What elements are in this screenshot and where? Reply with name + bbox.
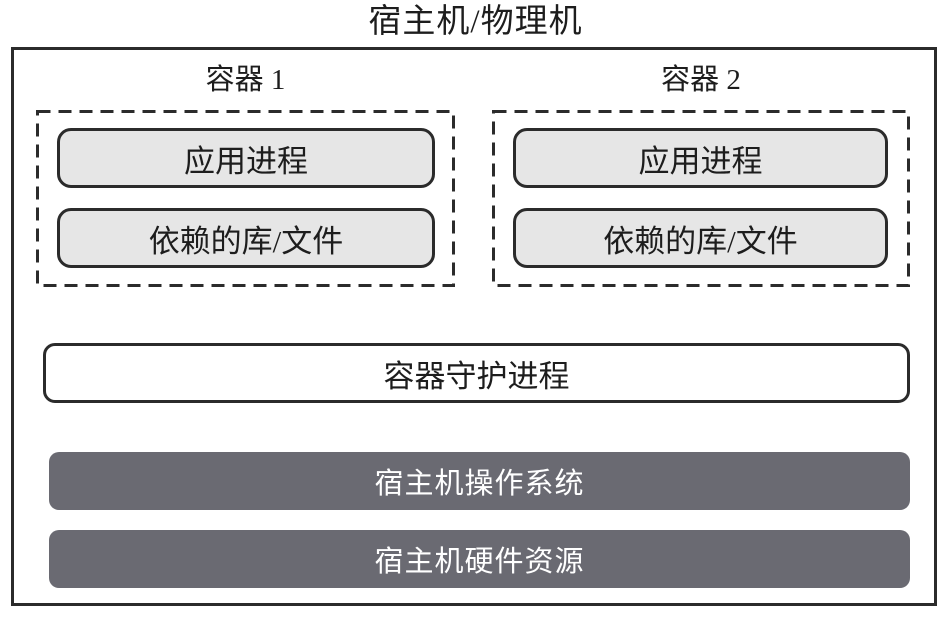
host-os-bar: 宿主机操作系统: [49, 452, 910, 510]
host-hardware-bar: 宿主机硬件资源: [49, 530, 910, 588]
container-2-app-process-box: 应用进程: [513, 128, 888, 188]
diagram-title: 宿主机/物理机: [368, 4, 583, 40]
container-1-box: [36, 110, 455, 287]
container-1-dependencies-box: 依赖的库/文件: [57, 208, 435, 268]
container-2-dependencies-box: 依赖的库/文件: [513, 208, 888, 268]
host-machine-box: [11, 47, 937, 606]
container-1-app-process-box: 应用进程: [57, 128, 435, 188]
container-daemon-box: 容器守护进程: [43, 343, 910, 403]
container-1-label: 容器 1: [205, 64, 286, 96]
container-2-label: 容器 2: [661, 64, 741, 96]
